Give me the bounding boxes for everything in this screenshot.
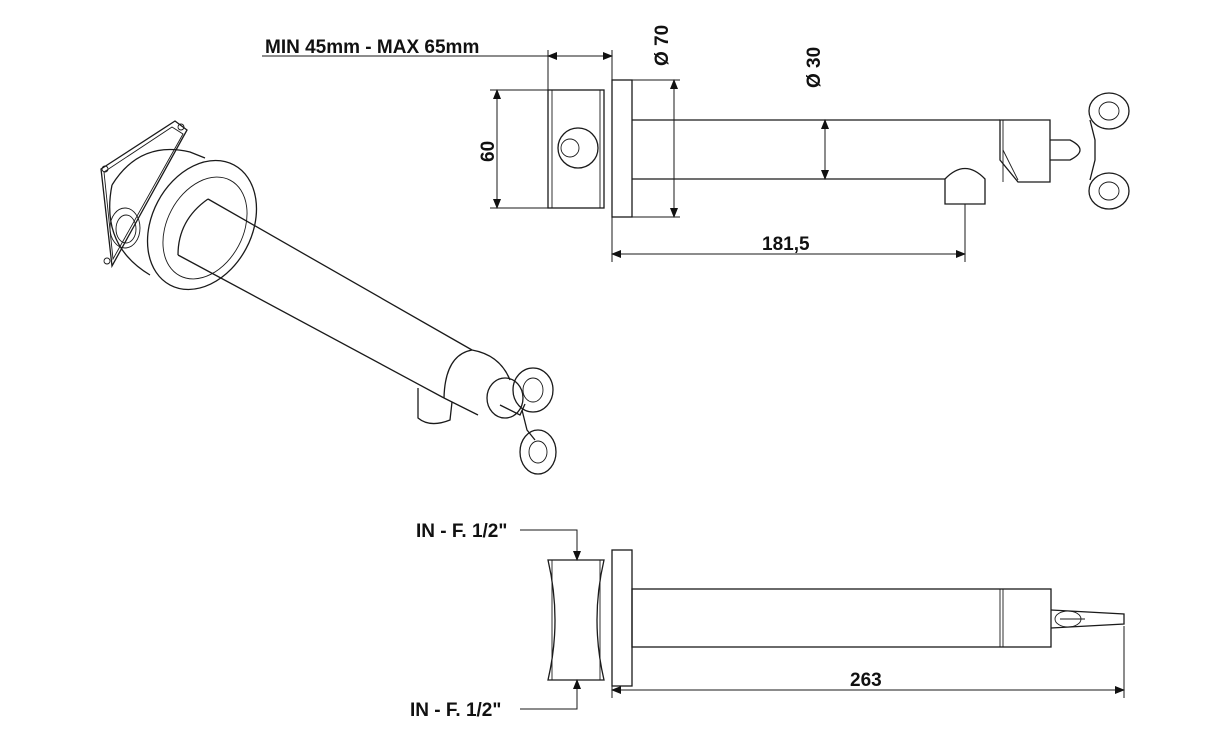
label-height-60: 60 bbox=[478, 141, 499, 162]
dimensions-side bbox=[262, 50, 966, 262]
top-view bbox=[547, 549, 1125, 687]
side-view bbox=[547, 79, 1130, 218]
label-inlet-bottom: IN - F. 1/2" bbox=[410, 700, 501, 721]
dimensions-top bbox=[520, 529, 1125, 710]
label-length-263: 263 bbox=[850, 670, 882, 691]
label-length-181: 181,5 bbox=[762, 234, 810, 255]
label-inlet-top: IN - F. 1/2" bbox=[416, 521, 507, 542]
isometric-view bbox=[100, 120, 557, 475]
label-diameter-70: Ø 70 bbox=[652, 25, 673, 66]
label-min-max: MIN 45mm - MAX 65mm bbox=[265, 37, 479, 58]
label-diameter-30: Ø 30 bbox=[804, 47, 825, 88]
